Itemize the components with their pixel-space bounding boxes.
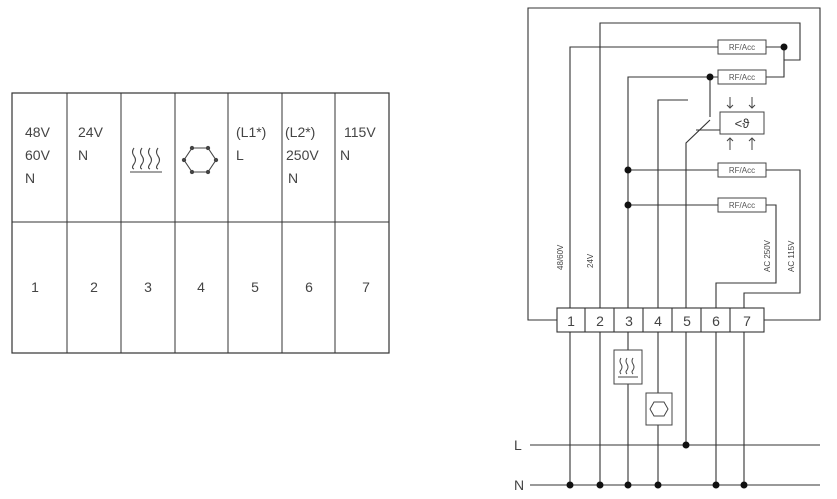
relay-box-3: RF/Acc bbox=[717, 162, 767, 178]
block-terminal-4: 4 bbox=[654, 313, 662, 329]
schematic-wires bbox=[527, 7, 821, 486]
relay-box-2-label: RF/Acc bbox=[729, 73, 755, 82]
relay-box-3-label: RF/Acc bbox=[729, 166, 755, 175]
block-terminal-5: 5 bbox=[683, 313, 691, 329]
terminal-number-3: 3 bbox=[144, 279, 152, 295]
heating-waves-icon bbox=[130, 147, 162, 173]
relay-box-1-label: RF/Acc bbox=[729, 43, 755, 52]
col7-line1: 115V bbox=[344, 124, 376, 140]
relay-box-2: RF/Acc bbox=[717, 69, 767, 85]
cooling-load-icon bbox=[645, 392, 673, 426]
relay-box-4: RF/Acc bbox=[717, 197, 767, 213]
wire-label-24v: 24V bbox=[586, 253, 595, 268]
terminal-number-7: 7 bbox=[362, 279, 370, 295]
terminal-table bbox=[11, 92, 390, 354]
block-terminal-2: 2 bbox=[596, 313, 604, 329]
hexagon-cooling-icon bbox=[181, 145, 219, 175]
line-label-l: L bbox=[514, 437, 522, 453]
wire-label-48-60v: 48/60V bbox=[556, 244, 565, 270]
col1-line3: N bbox=[25, 170, 35, 186]
block-terminal-7: 7 bbox=[743, 313, 751, 329]
col1-line1: 48V bbox=[25, 124, 51, 140]
block-terminal-3: 3 bbox=[625, 313, 633, 329]
junction-dots bbox=[566, 43, 788, 489]
col5-line1: (L1*) bbox=[236, 124, 266, 140]
line-label-n: N bbox=[514, 477, 524, 493]
col2-line2: N bbox=[78, 147, 88, 163]
terminal-number-6: 6 bbox=[305, 279, 313, 295]
table-frame bbox=[11, 92, 390, 354]
terminal-number-5: 5 bbox=[251, 279, 259, 295]
relay-box-4-label: RF/Acc bbox=[729, 201, 755, 210]
block-terminal-1: 1 bbox=[567, 313, 575, 329]
col7-line2: N bbox=[340, 147, 350, 163]
col6-line1: (L2*) bbox=[285, 124, 315, 140]
relay-box-1: RF/Acc bbox=[717, 39, 767, 55]
col2-line1: 24V bbox=[78, 124, 104, 140]
col6-line2: 250V bbox=[286, 147, 319, 163]
col6-line3: N bbox=[288, 170, 298, 186]
wire-label-ac-250v: AC 250V bbox=[763, 239, 772, 272]
wire-label-ac-115v: AC 115V bbox=[787, 240, 796, 272]
sensor-symbol: <ϑ bbox=[735, 116, 751, 131]
heating-load-icon bbox=[613, 349, 643, 385]
block-terminal-6: 6 bbox=[712, 313, 720, 329]
col5-line2: L bbox=[236, 147, 244, 163]
terminal-number-2: 2 bbox=[90, 279, 98, 295]
col1-line2: 60V bbox=[25, 147, 51, 163]
terminal-number-1: 1 bbox=[31, 279, 39, 295]
temperature-sensor-icon bbox=[719, 97, 765, 150]
terminal-block bbox=[556, 307, 765, 333]
terminal-number-4: 4 bbox=[197, 279, 205, 295]
